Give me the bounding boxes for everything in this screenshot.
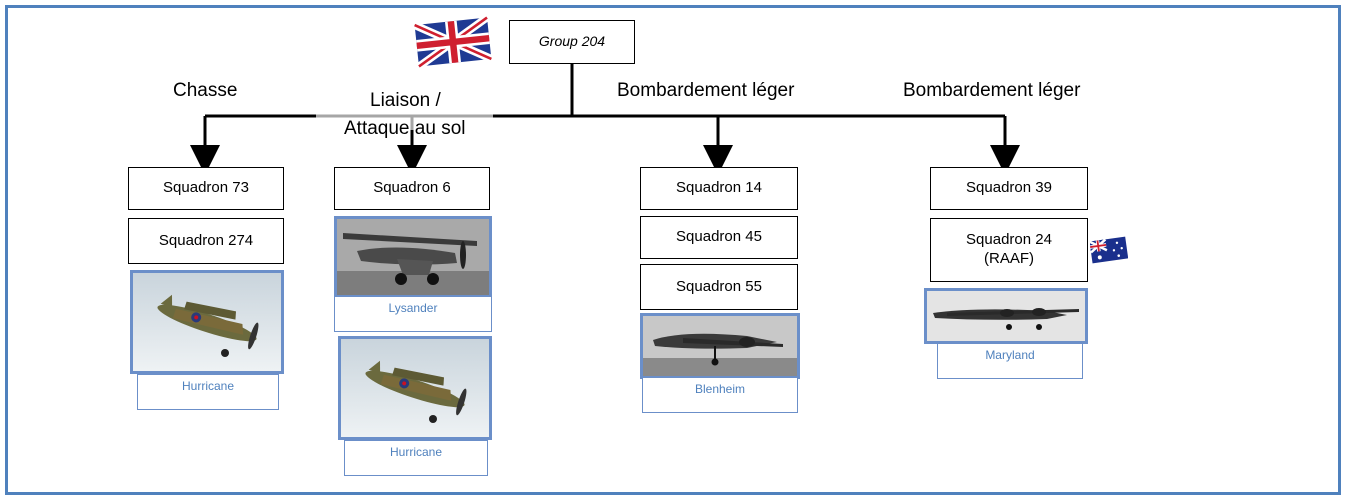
- squadron-14-box: Squadron 14: [640, 167, 798, 210]
- category-chasse: Chasse: [173, 80, 238, 101]
- australia-flag-icon: [1090, 236, 1128, 264]
- squadron-274-box: Squadron 274: [128, 218, 284, 264]
- hurricane-aircraft-image: [341, 339, 489, 437]
- category-bombardement-leger-2: Bombardement léger: [903, 80, 1081, 101]
- group-204-box: Group 204: [509, 20, 635, 64]
- lysander-caption: Lysander: [334, 296, 492, 332]
- squadron-24-raaf-label: (RAAF): [984, 250, 1034, 267]
- hurricane-caption-1: Hurricane: [137, 374, 279, 410]
- hurricane-photo-2: [338, 336, 492, 440]
- squadron-73-box: Squadron 73: [128, 167, 284, 210]
- lysander-aircraft-image: [337, 219, 489, 295]
- lysander-photo: [334, 216, 492, 298]
- category-bombardement-leger-1: Bombardement léger: [617, 80, 795, 101]
- squadron-6-box: Squadron 6: [334, 167, 490, 210]
- uk-flag-icon: [413, 16, 493, 68]
- category-liaison-line1: Liaison /: [370, 90, 441, 111]
- squadron-39-box: Squadron 39: [930, 167, 1088, 210]
- maryland-aircraft-image: [927, 291, 1085, 341]
- blenheim-aircraft-image: [643, 316, 797, 376]
- hurricane-aircraft-image: [133, 273, 281, 371]
- maryland-photo: [924, 288, 1088, 344]
- squadron-55-box: Squadron 55: [640, 264, 798, 310]
- hurricane-photo-1: [130, 270, 284, 374]
- hurricane-caption-2: Hurricane: [344, 440, 488, 476]
- maryland-caption: Maryland: [937, 343, 1083, 379]
- squadron-45-box: Squadron 45: [640, 216, 798, 259]
- squadron-24-label: Squadron 24: [966, 231, 1052, 249]
- category-liaison-line2: Attaque au sol: [344, 118, 466, 139]
- blenheim-photo: [640, 313, 800, 379]
- squadron-24-raaf-box: Squadron 24 (RAAF): [930, 218, 1088, 282]
- blenheim-caption: Blenheim: [642, 377, 798, 413]
- connector-lines: [190, 64, 1020, 175]
